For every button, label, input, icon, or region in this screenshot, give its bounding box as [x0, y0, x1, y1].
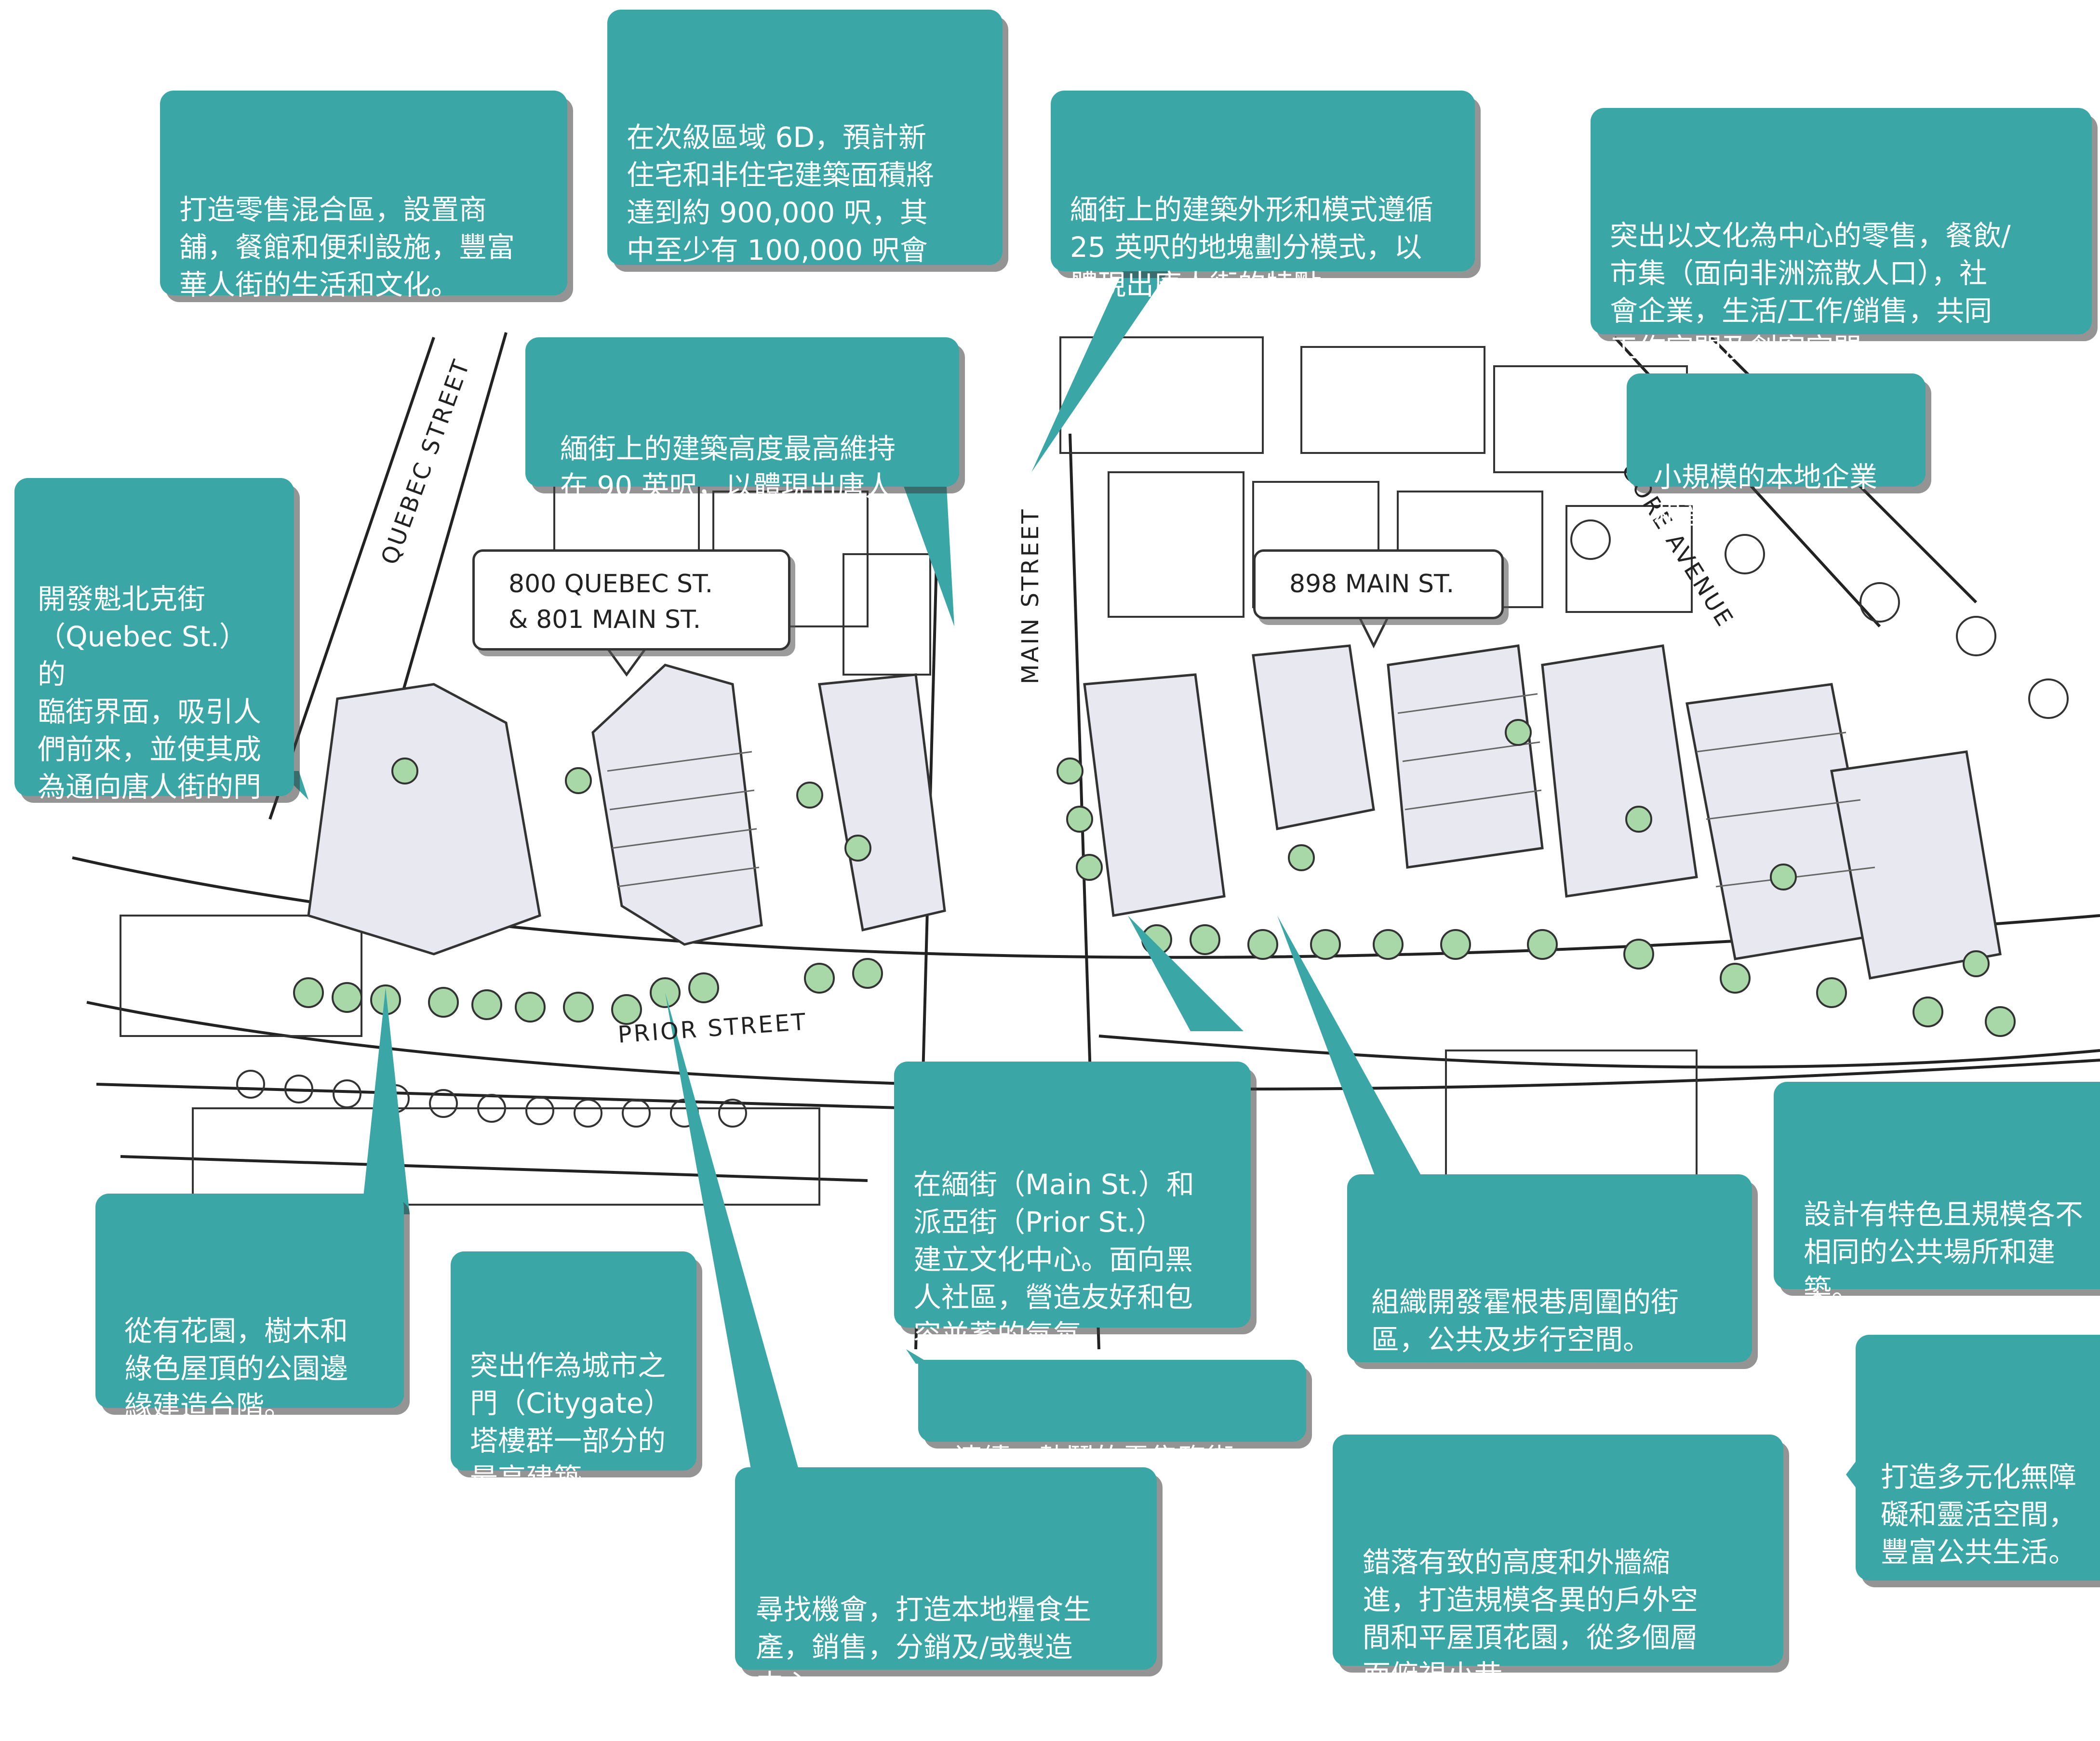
street-label-main: MAIN STREET	[1017, 507, 1044, 684]
callout-garden-terraces-text: 從有花園，樹木和 綠色屋頂的公園邊 緣建造台階。	[124, 1315, 348, 1422]
building-masses	[307, 644, 2002, 980]
callout-height-90-text: 緬街上的建築高度最高維持 在 90 英呎，以體現出唐人 街的特點。	[560, 432, 896, 540]
callout-height-90: 緬街上的建築高度最高維持 在 90 英呎，以體現出唐人 街的特點。	[525, 337, 959, 540]
callout-stepped-heights: 錯落有致的高度和外牆縮 進，打造規模各異的戶外空 間和平屋頂花園，從多個層 面俯…	[1333, 1435, 1783, 1691]
callout-food-hub: 尋找機會，打造本地糧食生 產，銷售，分銷及/或製造 中心。	[735, 1467, 1157, 1701]
callout-citygate: 突出作為城市之 門（Citygate） 塔樓群一部分的 最高建築。	[451, 1251, 696, 1495]
building-898-3	[1541, 644, 1698, 898]
callout-retail-mix: 打造零售混合區，設置商 舖，餐館和便利設施，豐富 華人街的生活和文化。	[160, 91, 567, 301]
callout-public-spaces-text: 設計有特色且規模各不 相同的公共場所和建 築。	[1804, 1198, 2084, 1306]
site-label-800-quebec: 800 QUEBEC ST. & 801 MAIN ST.	[472, 549, 790, 651]
site-label-898-main: 898 MAIN ST.	[1253, 549, 1504, 619]
callout-cultural-centre-text: 在緬街（Main St.）和 派亞街（Prior St.） 建立文化中心。面向黑…	[913, 1168, 1194, 1351]
callout-subarea-6d-text: 在次級區域 6D，預計新 住宅和非住宅建築面積將 達到約 900,000 呎，其…	[627, 121, 935, 304]
callout-culture-retail-text: 突出以文化為中心的零售，餐飲/ 市集（面向非洲流散人口），社 會企業，生活/工作…	[1610, 219, 2011, 365]
callout-retail-frontage: 連續，熱鬧的零售臨街 面	[918, 1360, 1306, 1513]
callout-quebec-frontage: 開發魁北克街 （Quebec St.）的 臨街界面，吸引人 們前來，並使其成 為…	[14, 478, 294, 841]
callout-hogan-alley: 組織開發霍根巷周圍的街 區，公共及步行空間。	[1347, 1174, 1752, 1362]
site-sketch	[72, 260, 2100, 1494]
callout-subarea-6d: 在次級區域 6D，預計新 住宅和非住宅建築面積將 達到約 900,000 呎，其…	[607, 10, 1003, 304]
callout-lot-pattern: 緬街上的建築外形和模式遵循 25 英呎的地塊劃分模式，以 體現出唐人街的特點。	[1051, 91, 1475, 301]
street-trees	[293, 719, 2016, 1037]
callout-cultural-centre: 在緬街（Main St.）和 派亞街（Prior St.） 建立文化中心。面向黑…	[894, 1062, 1251, 1351]
building-898-1	[1252, 644, 1375, 830]
building-tower-800	[591, 664, 763, 946]
callout-retail-mix-text: 打造零售混合區，設置商 舖，餐館和便利設施，豐富 華人街的生活和文化。	[179, 193, 515, 301]
callout-stepped-heights-text: 錯落有致的高度和外牆縮 進，打造規模各異的戶外空 間和平屋頂花園，從多個層 面俯…	[1363, 1546, 1699, 1691]
building-898-5	[1830, 750, 2002, 980]
building-quebec-1	[307, 683, 541, 956]
building-mid-1	[818, 673, 946, 932]
callout-lot-pattern-text: 緬街上的建築外形和模式遵循 25 英呎的地塊劃分模式，以 體現出唐人街的特點。	[1070, 193, 1434, 301]
callout-inclusive: 打造多元化無障 礙和靈活空間， 豐富公共生活。	[1856, 1335, 2100, 1581]
callout-garden-terraces: 從有花園，樹木和 綠色屋頂的公園邊 緣建造台階。	[95, 1194, 404, 1422]
callout-public-spaces: 設計有特色且規模各不 相同的公共場所和建 築。	[1774, 1082, 2100, 1306]
callout-inclusive-text: 打造多元化無障 礙和靈活空間， 豐富公共生活。	[1881, 1461, 2077, 1568]
callout-culture-retail: 突出以文化為中心的零售，餐飲/ 市集（面向非洲流散人口），社 會企業，生活/工作…	[1591, 108, 2092, 365]
callout-local-business: 小規模的本地企業 和音樂。	[1627, 373, 1926, 531]
callout-quebec-frontage-text: 開發魁北克街 （Quebec St.）的 臨街界面，吸引人 們前來，並使其成 為…	[38, 583, 262, 841]
callout-citygate-text: 突出作為城市之 門（Citygate） 塔樓群一部分的 最高建築。	[470, 1349, 672, 1495]
building-main-east	[1083, 673, 1226, 917]
callout-local-business-text: 小規模的本地企業 和音樂。	[1654, 461, 1878, 531]
callout-food-hub-text: 尋找機會，打造本地糧食生 產，銷售，分銷及/或製造 中心。	[756, 1593, 1092, 1701]
callout-tails	[280, 260, 1860, 1494]
building-898-2	[1387, 644, 1544, 869]
callout-hogan-alley-text: 組織開發霍根巷周圍的街 區，公共及步行空間。	[1371, 1286, 1679, 1356]
